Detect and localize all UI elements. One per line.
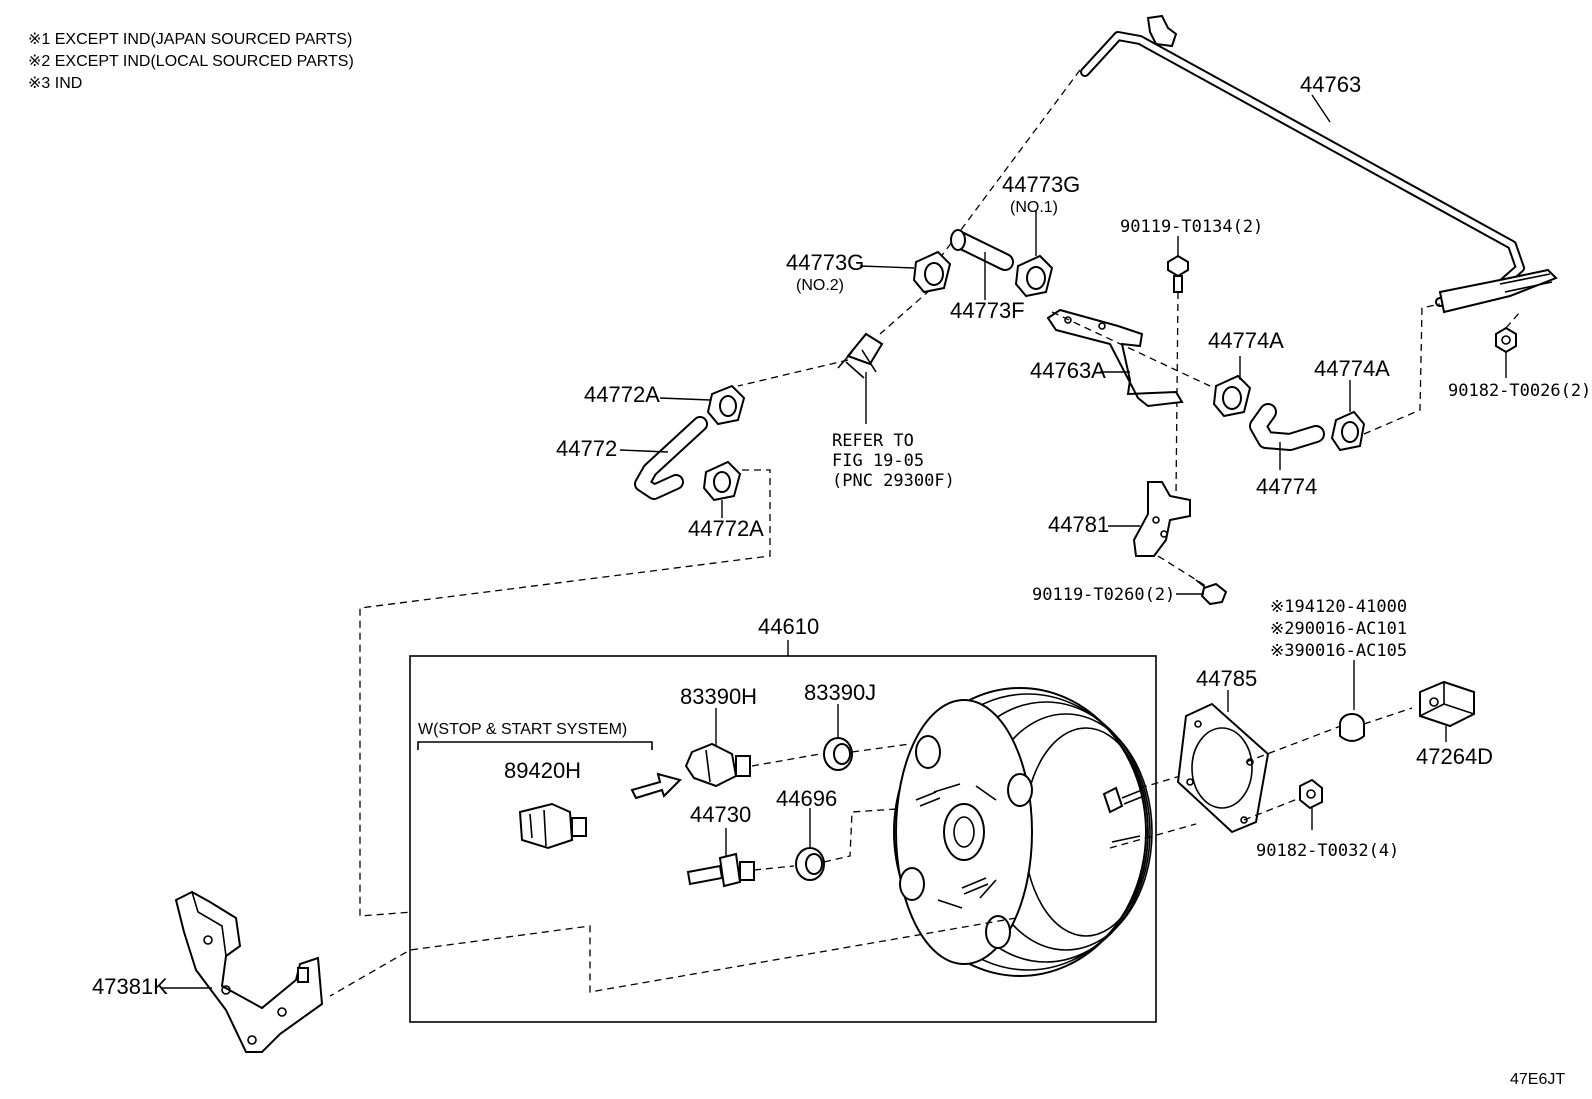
label-alt-3: ※390016-AC105 — [1270, 641, 1407, 661]
dash-gasket-to-spacer — [1245, 723, 1347, 763]
note-1: ※1 EXCEPT IND(JAPAN SOURCED PARTS) — [28, 31, 352, 48]
label-89420h: 89420H — [504, 758, 581, 783]
dash-bracket-to-bolt — [1157, 555, 1207, 587]
grommet-44696 — [795, 847, 825, 881]
label-44730: 44730 — [690, 802, 751, 827]
dash-spacer-to-bracket — [1363, 707, 1413, 725]
header-notes: ※1 EXCEPT IND(JAPAN SOURCED PARTS) ※2 EX… — [28, 31, 354, 92]
label-44772: 44772 — [556, 436, 617, 461]
dash-nut-to-pipe — [1505, 311, 1521, 329]
clamp-44774a-2 — [1330, 410, 1366, 452]
label-44610: 44610 — [758, 614, 819, 639]
spacer-alt — [1339, 713, 1365, 742]
leader-44772 — [619, 449, 669, 453]
label-44763a: 44763A — [1030, 358, 1106, 383]
leader-44773g-no2 — [859, 265, 915, 269]
dash-sensor-to-grommet — [751, 753, 821, 767]
bracket-44781 — [1132, 481, 1191, 557]
dash-clamp-to-pipe — [1363, 303, 1441, 435]
hose-44774 — [1249, 403, 1325, 451]
label-44772a-bot: 44772A — [688, 516, 764, 541]
booster-assembly-box — [409, 655, 1157, 1023]
figure-code: 47E6JT — [1510, 1071, 1565, 1088]
label-47381k: 47381K — [92, 974, 168, 999]
note-2: ※2 EXCEPT IND(LOCAL SOURCED PARTS) — [28, 53, 354, 70]
label-83390j: 83390J — [804, 680, 876, 705]
valve-44730 — [686, 852, 755, 888]
bracket-47381k — [174, 890, 324, 1053]
sensor-89420h — [518, 802, 587, 850]
bolt-90119-t0260 — [1195, 579, 1228, 606]
nut-90182-t0032 — [1299, 778, 1323, 810]
clamp-44772a-bot — [702, 460, 742, 502]
label-44696: 44696 — [776, 786, 837, 811]
dash-grommet-to-booster — [851, 743, 911, 753]
dash-grommet2-to-booster — [823, 807, 913, 863]
note-3: ※3 IND — [28, 75, 82, 92]
label-44763: 44763 — [1300, 72, 1361, 97]
bracket-44763a — [1046, 308, 1184, 408]
label-44773g-no2: 44773G — [786, 250, 864, 275]
clamp-44772a-top — [706, 384, 746, 426]
hose-44772 — [634, 416, 708, 500]
label-90119-t0134: 90119-T0134(2) — [1120, 217, 1263, 237]
nut-90182-t0026 — [1495, 326, 1517, 354]
sensor-83390h — [684, 742, 751, 788]
dash-booster-to-gasket — [1109, 823, 1197, 849]
clamp-44773g-no1 — [1014, 254, 1054, 298]
label-44773g-no1: 44773G — [1002, 172, 1080, 197]
label-44772a-top: 44772A — [584, 382, 660, 407]
label-44773g-no1-sub: (NO.1) — [1010, 199, 1058, 216]
label-44773g-no2-sub: (NO.2) — [796, 277, 844, 294]
dash-clamp-to-valve — [879, 289, 931, 335]
check-valve-ref — [837, 332, 884, 379]
dash-booster-to-gasket-2 — [1139, 771, 1195, 789]
label-44781: 44781 — [1048, 512, 1109, 537]
brake-booster-body — [893, 687, 1153, 977]
label-83390h: 83390H — [680, 684, 757, 709]
label-90182-t0032: 90182-T0032(4) — [1256, 841, 1399, 861]
dash-bracket-to-clamp — [1051, 311, 1211, 387]
label-44785: 44785 — [1196, 666, 1257, 691]
vacuum-pipe-44763 — [1080, 14, 1558, 314]
clamp-44774a-1 — [1212, 374, 1252, 418]
dash-valve-to-clamp — [737, 359, 849, 387]
label-44774a-1: 44774A — [1208, 328, 1284, 353]
dash-route-lower — [359, 469, 771, 917]
dash-booster-to-bracket — [329, 917, 1017, 997]
hose-44773f — [950, 229, 1014, 271]
label-90182-t0026: 90182-T0026(2) — [1448, 381, 1591, 401]
label-90119-t0260: 90119-T0260(2) — [1032, 585, 1175, 605]
clamp-44773g-no2 — [912, 250, 952, 294]
gasket-44785 — [1176, 702, 1270, 834]
label-stop-start: W(STOP & START SYSTEM) — [418, 721, 627, 738]
bolt-90119-t0134 — [1167, 254, 1189, 293]
label-44774: 44774 — [1256, 474, 1317, 499]
label-44774a-2: 44774A — [1314, 356, 1390, 381]
label-47264d: 47264D — [1416, 744, 1493, 769]
bracket-47264d — [1419, 680, 1475, 728]
label-refer-3: (PNC 29300F) — [832, 471, 955, 491]
label-alt-2: ※290016-AC101 — [1270, 619, 1407, 639]
direction-arrow — [630, 772, 682, 800]
dash-valve-to-grommet — [753, 865, 795, 871]
leader-44772a-top — [659, 397, 711, 401]
label-alt-1: ※194120-41000 — [1270, 597, 1407, 617]
dash-pipe-to-clamp — [939, 69, 1081, 259]
leader-44763 — [1311, 94, 1331, 123]
dash-gasket-to-nut — [1243, 797, 1301, 821]
grommet-83390j — [823, 737, 853, 771]
label-44773f: 44773F — [950, 298, 1025, 323]
label-refer-1: REFER TO — [832, 431, 914, 451]
label-refer-2: FIG 19-05 — [832, 451, 924, 471]
stop-start-bracket — [417, 741, 653, 750]
